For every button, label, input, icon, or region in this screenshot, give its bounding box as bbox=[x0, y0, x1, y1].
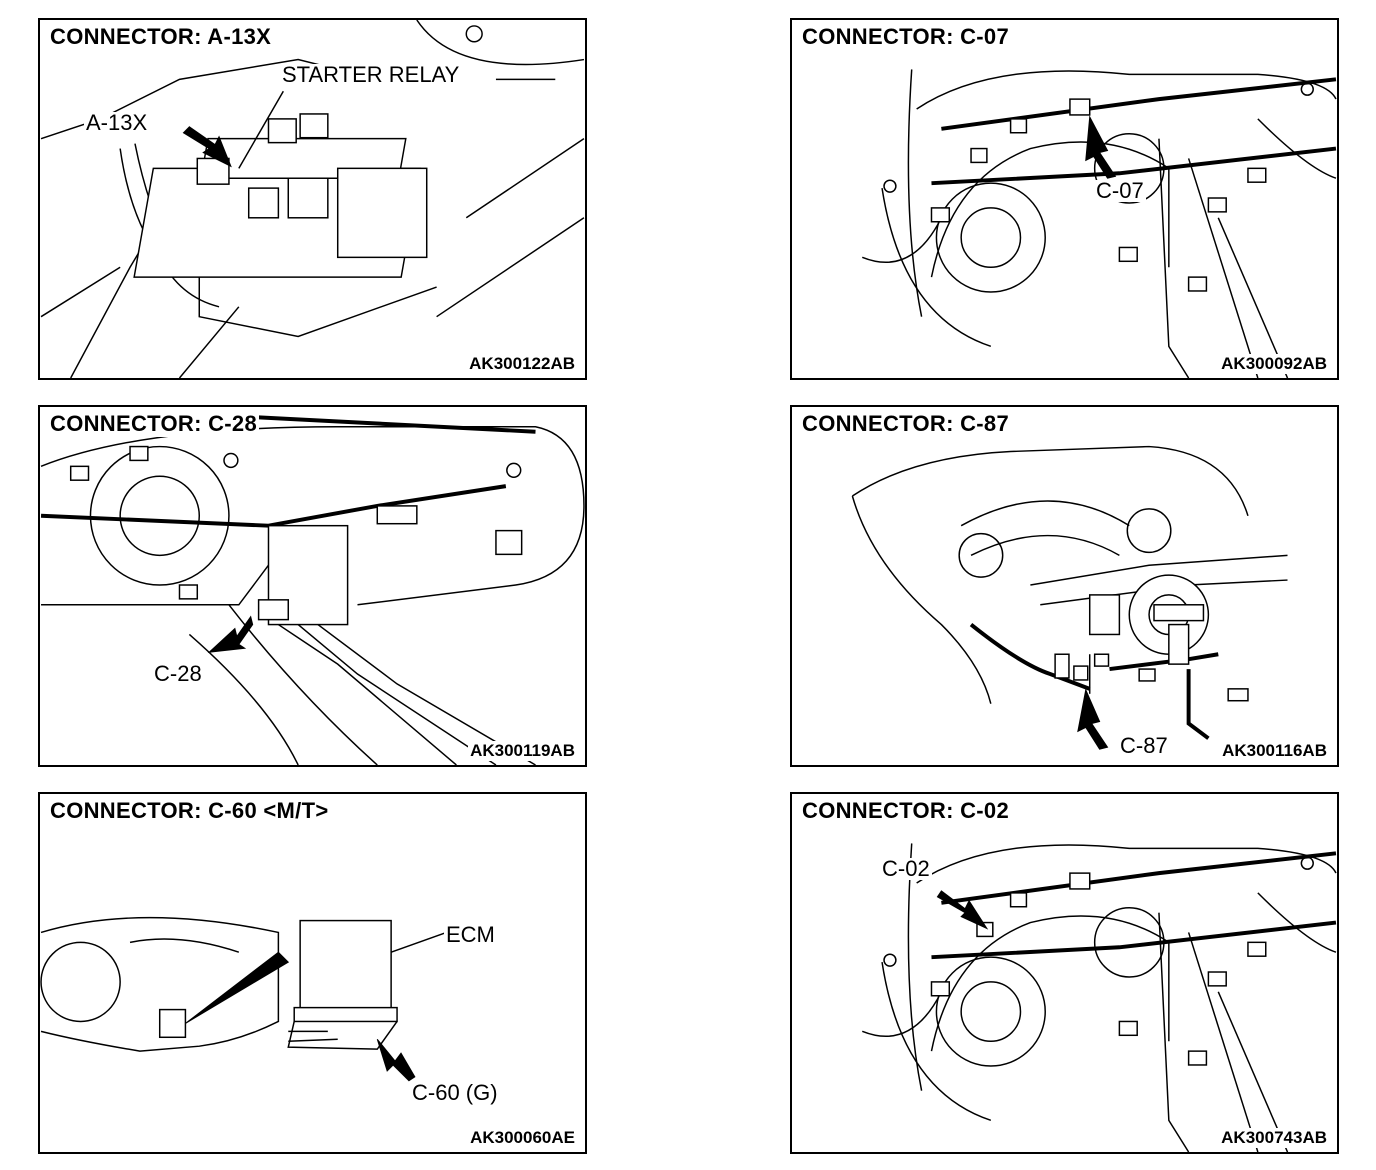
c02-label: C-02 bbox=[880, 856, 932, 881]
figure-code: AK300116AB bbox=[1220, 741, 1329, 761]
c87-label: C-87 bbox=[1118, 733, 1170, 758]
ecm-location-illustration bbox=[40, 916, 447, 1082]
ecm-location-pointer bbox=[185, 951, 290, 1024]
dashboard-wiring-illustration bbox=[861, 69, 1337, 378]
figure-code: AK300060AE bbox=[468, 1128, 577, 1148]
c07-arrow bbox=[1085, 115, 1117, 179]
panel-connector-c02: CONNECTOR: C-02 C-02 AK300743AB bbox=[790, 792, 1339, 1154]
ecm-label: ECM bbox=[444, 922, 497, 947]
starter-relay-label: STARTER RELAY bbox=[280, 62, 462, 87]
engine-compartment-illustration bbox=[40, 20, 585, 378]
panel-title: CONNECTOR: C-02 bbox=[800, 798, 1012, 824]
c28-label: C-28 bbox=[152, 661, 204, 686]
ecm-box bbox=[299, 919, 392, 1017]
c87-arrow bbox=[1077, 688, 1109, 750]
a13x-arrow bbox=[182, 126, 232, 168]
c60-label: C-60 (G) bbox=[410, 1080, 500, 1105]
c02-arrow bbox=[936, 890, 989, 930]
c60-arrow bbox=[376, 1038, 416, 1082]
panel-connector-c28: CONNECTOR: C-28 C-28 AK300119AB bbox=[38, 405, 587, 767]
panel-connector-c07: CONNECTOR: C-07 C-07 AK300092AB bbox=[790, 18, 1339, 380]
panel-title: CONNECTOR: C-28 bbox=[48, 411, 260, 437]
panel-title: CONNECTOR: A-13X bbox=[48, 24, 274, 50]
panel-title: CONNECTOR: C-07 bbox=[800, 24, 1012, 50]
panel-connector-c60: CONNECTOR: C-60 <M/T> ECM C-60 (G) AK300… bbox=[38, 792, 587, 1154]
figure-code: AK300743AB bbox=[1219, 1128, 1329, 1148]
dashboard-wiring-illustration bbox=[861, 843, 1337, 1152]
figure-code: AK300092AB bbox=[1219, 354, 1329, 374]
panel-connector-a13x: CONNECTOR: A-13X STARTER RELAY A-13X AK3… bbox=[38, 18, 587, 380]
figure-code: AK300122AB bbox=[467, 354, 577, 374]
a13x-label: A-13X bbox=[84, 110, 150, 135]
figure-code: AK300119AB bbox=[468, 741, 577, 761]
c28-arrow bbox=[207, 615, 254, 653]
panel-title: CONNECTOR: C-87 bbox=[800, 411, 1012, 437]
panel-title: CONNECTOR: C-60 <M/T> bbox=[48, 798, 331, 824]
dashboard-center-wiring-illustration bbox=[40, 414, 585, 765]
panel-connector-c87: CONNECTOR: C-87 C-87 AK300116AB bbox=[790, 405, 1339, 767]
steering-column-illustration bbox=[851, 445, 1288, 750]
c07-label: C-07 bbox=[1094, 178, 1146, 203]
